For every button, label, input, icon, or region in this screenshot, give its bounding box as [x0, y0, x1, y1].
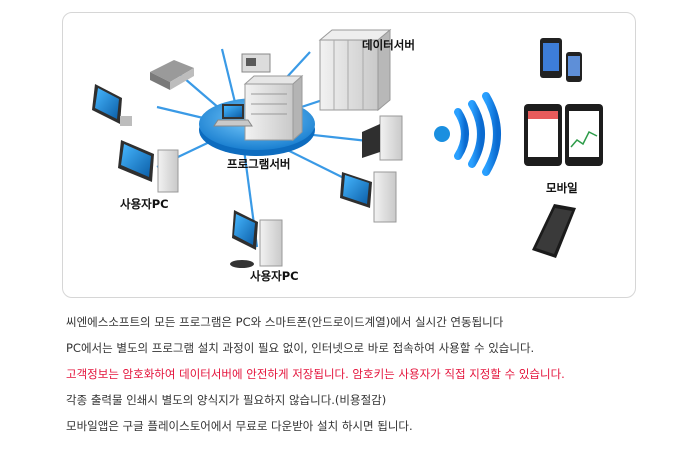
label-user-pc-bottom: 사용자PC [250, 269, 299, 283]
description-line-2: PC에서는 별도의 프로그램 설치 과정이 필요 없이, 인터넷으로 바로 접속… [66, 341, 535, 355]
mobile-phones-middle [524, 104, 603, 166]
label-data-server: 데이터서버 [362, 38, 415, 52]
label-mobile: 모바일 [546, 181, 578, 195]
label-user-pc-left: 사용자PC [120, 197, 169, 211]
data-server-rack [318, 28, 392, 112]
description-line-4: 각종 출력물 인쇄시 별도의 양식지가 필요하지 않습니다.(비용절감) [66, 393, 387, 407]
description-line-5: 모바일앱은 구글 플레이스토어에서 무료로 다운받아 설치 하시면 됩니다. [66, 419, 413, 433]
user-pc-bottom [230, 210, 283, 268]
program-server-hub [199, 74, 315, 156]
user-pc-left [118, 140, 179, 193]
mobile-phones-top [540, 38, 582, 82]
right-pc-top [362, 115, 403, 161]
fax-device [241, 53, 271, 73]
monitor-left-top [92, 84, 132, 126]
tablet-device [532, 204, 576, 258]
description-line-3: 고객정보는 암호화하여 데이터서버에 안전하게 저장됩니다. 암호키는 사용자가… [66, 367, 565, 381]
wireless-signal-icon [434, 92, 501, 176]
label-program-server: 프로그램서버 [227, 157, 291, 171]
network-diagram [92, 28, 603, 268]
right-pc-bottom [340, 171, 397, 223]
printer-device [150, 60, 194, 90]
description-line-1: 씨엔에스소프트의 모든 프로그램은 PC와 스마트폰(안드로이드계열)에서 실시… [66, 315, 504, 329]
